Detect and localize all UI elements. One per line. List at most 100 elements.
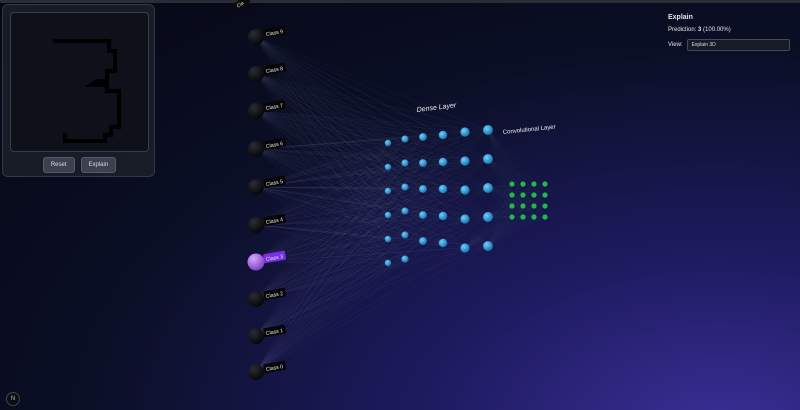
network-edge (255, 36, 424, 138)
output-node[interactable] (248, 66, 264, 82)
network-edge (255, 186, 444, 217)
network-edge (255, 110, 389, 240)
conv-edge (487, 187, 535, 196)
network-edge (255, 238, 389, 373)
drawn-digit-image (53, 39, 121, 143)
network-edge (255, 110, 489, 131)
network-edge (255, 36, 444, 244)
network-edge (255, 36, 489, 131)
reset-button[interactable]: Reset (42, 157, 75, 173)
conv-edge (487, 129, 535, 207)
network-edge (255, 214, 389, 373)
network-edge (255, 110, 406, 140)
conv-edge (487, 187, 535, 218)
network-edge (255, 110, 489, 160)
output-label-bg (263, 360, 287, 374)
network-edge (255, 242, 444, 263)
network-edge (255, 148, 389, 168)
network-edge (255, 188, 424, 337)
output-class-label: Class 0 (265, 364, 283, 373)
network-edge (255, 166, 389, 373)
top-border (0, 0, 800, 3)
output-node[interactable] (248, 103, 264, 119)
network-edge (255, 215, 444, 263)
network-edge (255, 142, 389, 337)
network-edge (255, 148, 406, 212)
network-edge (255, 148, 466, 220)
conv-edge (487, 158, 535, 196)
network-edge (255, 189, 466, 300)
network-edge (255, 110, 466, 220)
network-edge (255, 186, 389, 216)
network-edge (255, 187, 489, 300)
network-edge (255, 148, 424, 190)
network-edge (255, 148, 406, 260)
conv-edge (487, 129, 546, 185)
network-edge (255, 160, 466, 300)
network-edge (255, 148, 406, 164)
network-edge (255, 134, 444, 300)
network-edge (255, 131, 466, 300)
network-edge (255, 148, 466, 249)
conv-edge (487, 183, 524, 247)
dense-node (460, 214, 470, 224)
output-node[interactable] (248, 328, 264, 344)
output-node[interactable] (248, 179, 264, 195)
explain-button[interactable]: Explain (80, 157, 117, 173)
network-edge (255, 134, 444, 226)
network-edge (255, 148, 466, 191)
conv-layer-label: Convolutional Layer (503, 124, 556, 136)
network-edge (255, 138, 406, 263)
network-edge (255, 189, 466, 373)
output-node[interactable] (248, 364, 264, 380)
network-edge (255, 218, 466, 373)
view-label: View: (668, 42, 683, 48)
output-node[interactable] (248, 291, 264, 307)
network-edge (255, 73, 406, 164)
output-node[interactable] (248, 141, 264, 157)
network-edge (255, 214, 424, 300)
network-edge (255, 240, 424, 373)
conv-edge (487, 158, 546, 185)
conv-edge (487, 129, 513, 207)
network-edges (255, 36, 546, 373)
network-edge (255, 189, 466, 337)
dense-node (460, 127, 470, 137)
output-label-bg (263, 324, 287, 338)
network-edge (255, 36, 444, 136)
output-node[interactable] (247, 253, 265, 271)
network-edge (255, 110, 466, 249)
network-edge (255, 36, 489, 247)
network-edge (255, 36, 444, 190)
output-node[interactable] (248, 29, 264, 45)
network-edge (255, 234, 406, 337)
network-edge (255, 148, 466, 162)
network-edge (255, 186, 406, 212)
network-edge (255, 187, 489, 337)
drawing-panel: Reset Explain (2, 4, 155, 177)
network-edge (255, 261, 389, 264)
dense-node (384, 163, 392, 171)
dense-node (384, 235, 392, 243)
network-edge (255, 136, 424, 226)
network-edge (255, 148, 406, 188)
network-edge (255, 36, 389, 168)
network-edge (255, 188, 444, 373)
output-node[interactable] (248, 217, 264, 233)
network-edge (255, 110, 444, 163)
network-edge (255, 188, 444, 337)
conv-node (542, 214, 548, 220)
network-edge (255, 215, 444, 373)
network-edge (255, 247, 466, 373)
conv-edge (487, 216, 535, 247)
network-edge (255, 218, 466, 300)
network-edge (255, 161, 444, 300)
conv-edge (487, 129, 546, 218)
network-edge (255, 186, 489, 218)
conv-edge (487, 158, 546, 207)
drawing-canvas[interactable] (10, 12, 149, 152)
conv-edge (487, 129, 524, 218)
network-edge (255, 240, 424, 337)
view-select[interactable]: Explain 3D (686, 39, 790, 51)
